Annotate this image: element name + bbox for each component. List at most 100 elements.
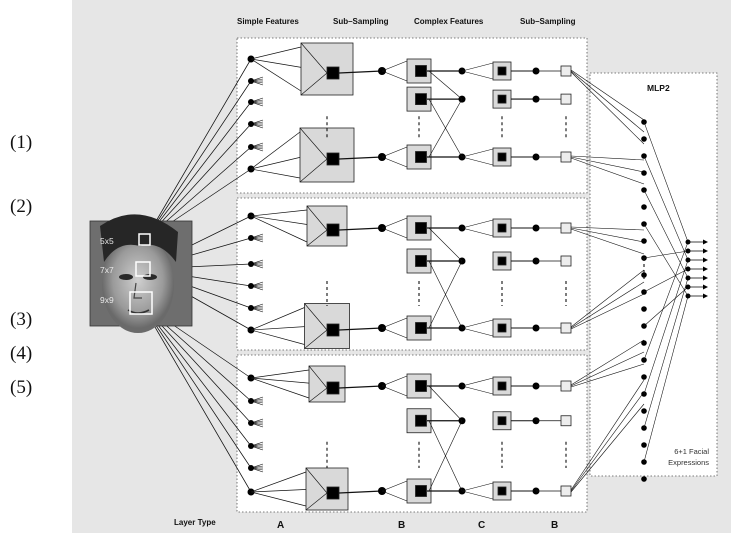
- kernel-label-7x7: 7x7: [100, 265, 114, 275]
- feature-inner-line: [305, 492, 328, 511]
- complex-fan-line: [381, 327, 408, 339]
- mlp-output-line: [643, 223, 689, 297]
- complex-feature-unit: [415, 65, 427, 77]
- output-arrow-head: [703, 275, 708, 281]
- feature-fan-line: [250, 168, 301, 179]
- mlp-connection-line: [570, 379, 645, 491]
- mlp-hidden-unit: [641, 136, 647, 142]
- kernel-label-5x5: 5x5: [100, 236, 114, 246]
- feature-inner-line: [299, 127, 328, 160]
- mlp-output-line: [643, 277, 689, 429]
- mlp-output-line: [643, 189, 689, 279]
- output-arrow-head: [703, 293, 708, 299]
- complex-feature-unit: [415, 255, 427, 267]
- simple-feature-unit: [326, 66, 340, 80]
- feature-fan-line: [250, 209, 308, 217]
- feature-inner-line: [306, 205, 328, 231]
- input-unit-dot: [248, 398, 254, 404]
- feature-fan-line: [250, 46, 302, 60]
- simple-feature-unit: [326, 381, 340, 395]
- mlp-hidden-unit: [641, 476, 647, 482]
- face-image: 5x5 7x7 9x9: [89, 214, 193, 333]
- cross-connection-line: [428, 70, 463, 100]
- mlp-hidden-unit: [641, 238, 647, 244]
- kernel-box-5x5: [138, 233, 151, 246]
- mlp-connection-line: [570, 403, 645, 493]
- output-label-line2: Expressions: [668, 458, 709, 467]
- input-unit-dot: [248, 420, 254, 426]
- mlp-hidden-unit: [641, 306, 647, 312]
- mlp-connection-line: [570, 70, 645, 133]
- layer-type-c: C: [478, 520, 485, 531]
- cross-connection-line: [428, 260, 463, 329]
- input-connection-line: [144, 101, 252, 241]
- mlp-output-line: [643, 241, 689, 361]
- row-label-1: (1): [10, 132, 33, 153]
- mlp-hidden-unit: [641, 272, 647, 278]
- mlp-connection-line: [570, 227, 645, 243]
- mlp-connection-line: [570, 69, 645, 121]
- subsample-connection-line: [338, 156, 383, 160]
- feature-fan-line: [250, 307, 305, 331]
- mlp-output-line: [643, 259, 689, 395]
- mlp-output-line: [643, 295, 689, 463]
- complex-fan-line: [461, 482, 494, 492]
- row-label-3: (3): [10, 309, 33, 330]
- mlp-connection-line: [570, 269, 645, 328]
- input-unit-dot: [248, 305, 254, 311]
- output-arrow-head: [703, 266, 708, 272]
- input-unit-dot: [248, 99, 254, 105]
- mlp-hidden-unit: [641, 442, 647, 448]
- final-subsample-map: [560, 93, 572, 105]
- row-label-5: (5): [10, 377, 33, 398]
- feature-inner-line: [308, 387, 328, 403]
- mlp-connection-line: [570, 281, 645, 329]
- input-unit-dot: [248, 235, 254, 241]
- cross-connection-line: [428, 385, 463, 421]
- cross-connection-line: [428, 98, 463, 158]
- row-label-2: (2): [10, 196, 33, 217]
- final-subsample-map: [560, 485, 572, 497]
- complex-feature-unit: [415, 380, 427, 392]
- input-unit-dot: [248, 283, 254, 289]
- input-connection-line: [140, 302, 252, 469]
- feature-fan-line: [250, 488, 317, 493]
- mlp-hidden-unit: [641, 204, 647, 210]
- input-connection-line: [140, 302, 252, 447]
- simple-feature-unit: [326, 486, 340, 500]
- complex-fan-line: [461, 319, 494, 329]
- header-simple-features: Simple Features: [237, 17, 299, 26]
- feature-inner-line: [308, 365, 328, 389]
- layer-type-b: B: [398, 520, 405, 531]
- subsample-connection-line: [338, 385, 383, 389]
- complex-fan-line: [381, 70, 408, 82]
- feature-fan-line: [250, 215, 318, 227]
- feature-fan-line: [250, 377, 320, 385]
- row-label-4: (4): [10, 343, 33, 364]
- feature-inner-line: [300, 72, 328, 96]
- input-unit-dot: [248, 144, 254, 150]
- header-complex-features: Complex Features: [414, 17, 484, 26]
- kernel-box-9x9: [129, 291, 153, 315]
- mlp-hidden-unit: [641, 340, 647, 346]
- feature-fan-line: [250, 215, 308, 243]
- layer-type-a: A: [277, 520, 284, 531]
- mlp-output-line: [643, 250, 689, 259]
- cross-connection-line: [428, 420, 463, 492]
- complex-fan-line: [381, 60, 408, 72]
- input-unit-dot: [248, 78, 254, 84]
- simple-feature-unit: [326, 223, 340, 237]
- mlp-output-line: [643, 268, 689, 293]
- complex-fan-line: [381, 490, 408, 502]
- layer-type-label: Layer Type: [174, 518, 216, 527]
- output-arrow-head: [703, 284, 708, 290]
- feature-inner-line: [304, 329, 328, 349]
- complex-fan-line: [381, 227, 408, 239]
- second-complex-unit: [497, 486, 507, 496]
- mlp-connection-line: [570, 155, 645, 161]
- complex-fan-line: [381, 317, 408, 329]
- kernel-label-9x9: 9x9: [100, 295, 114, 305]
- second-complex-unit: [497, 323, 507, 333]
- input-unit-dot: [248, 261, 254, 267]
- output-arrow-head: [703, 257, 708, 263]
